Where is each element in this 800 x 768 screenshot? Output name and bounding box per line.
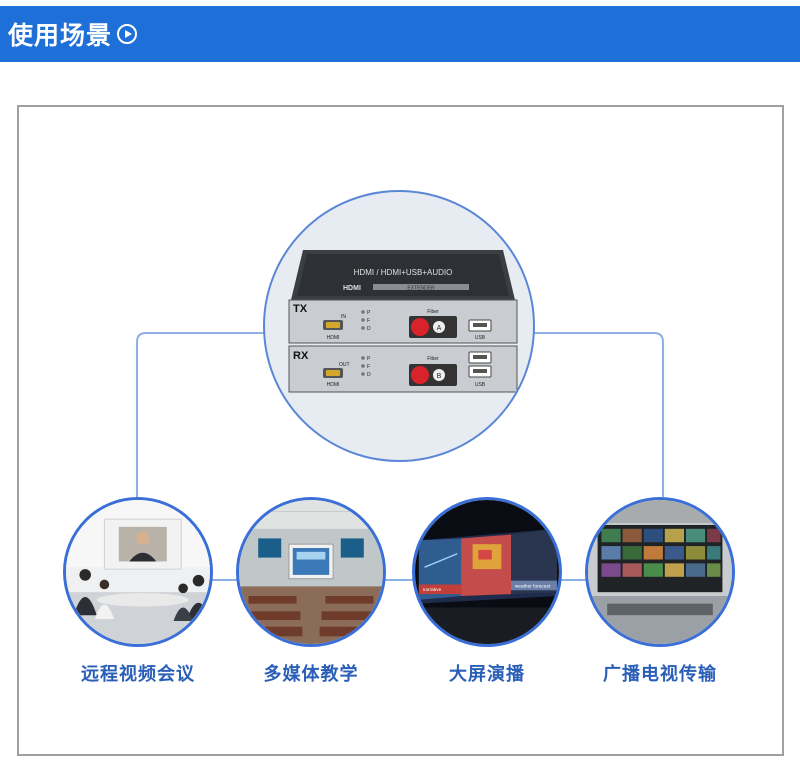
play-circle-icon[interactable] [117,24,138,44]
multimedia-classroom-scene-icon [236,497,386,647]
tx-led-p: P [367,310,371,316]
scene-label-multimedia-teaching: 多媒体教学 [263,664,359,685]
page-title: 使用场景 [8,18,138,50]
out-label: OUT [339,362,350,368]
right-banner-text: weather forecast [515,583,551,589]
rx-usb-label: USB [475,382,486,388]
device-product-band: EXTENDER [407,286,435,292]
fiber-extender-device-icon: HDMI / HDMI+USB+AUDIO HDMI EXTENDER OPTI… [288,250,518,393]
connector-right [530,332,664,497]
tx-led-f: F [367,318,370,324]
large-screen-display-scene-icon: narrative weather forecast [412,497,562,647]
scene-label-broadcast: 广播电视传输 [603,664,717,685]
video-conference-scene-icon [63,497,213,647]
rx-port-letter: B [437,373,442,380]
tx-usb-label: USB [475,335,486,341]
broadcast-monitor-wall-scene-icon [585,497,735,647]
tx-fiber-port [411,318,429,336]
device-hub-circle: HDMI / HDMI+USB+AUDIO HDMI EXTENDER OPTI… [263,190,535,462]
scene-label-large-screen: 大屏演播 [449,664,525,685]
tx-hdmi-label: HDMI [327,335,340,341]
tx-led-d: D [367,326,371,332]
rx-label: RX [293,350,309,362]
rx-hdmi-label: HDMI [327,382,340,388]
rx-led-p: P [367,356,371,362]
device-brand-label: HDMI [343,285,361,292]
rx-fiber-port [411,366,429,384]
rx-fiber-label: Fiber [427,356,439,362]
left-banner-text: narrative [423,587,442,593]
connector-left [136,332,270,497]
header-bar: 使用场景 [0,6,800,62]
scene-label-video-conference: 远程视频会议 [81,664,195,685]
tx-label: TX [293,303,308,315]
tx-fiber-label: Fiber [427,309,439,315]
tx-port-letter: A [437,325,442,332]
device-top-label: HDMI / HDMI+USB+AUDIO [354,268,453,277]
page-title-text: 使用场景 [8,21,113,50]
in-label: IN [341,314,346,320]
rx-led-f: F [367,364,370,370]
rx-led-d: D [367,372,371,378]
